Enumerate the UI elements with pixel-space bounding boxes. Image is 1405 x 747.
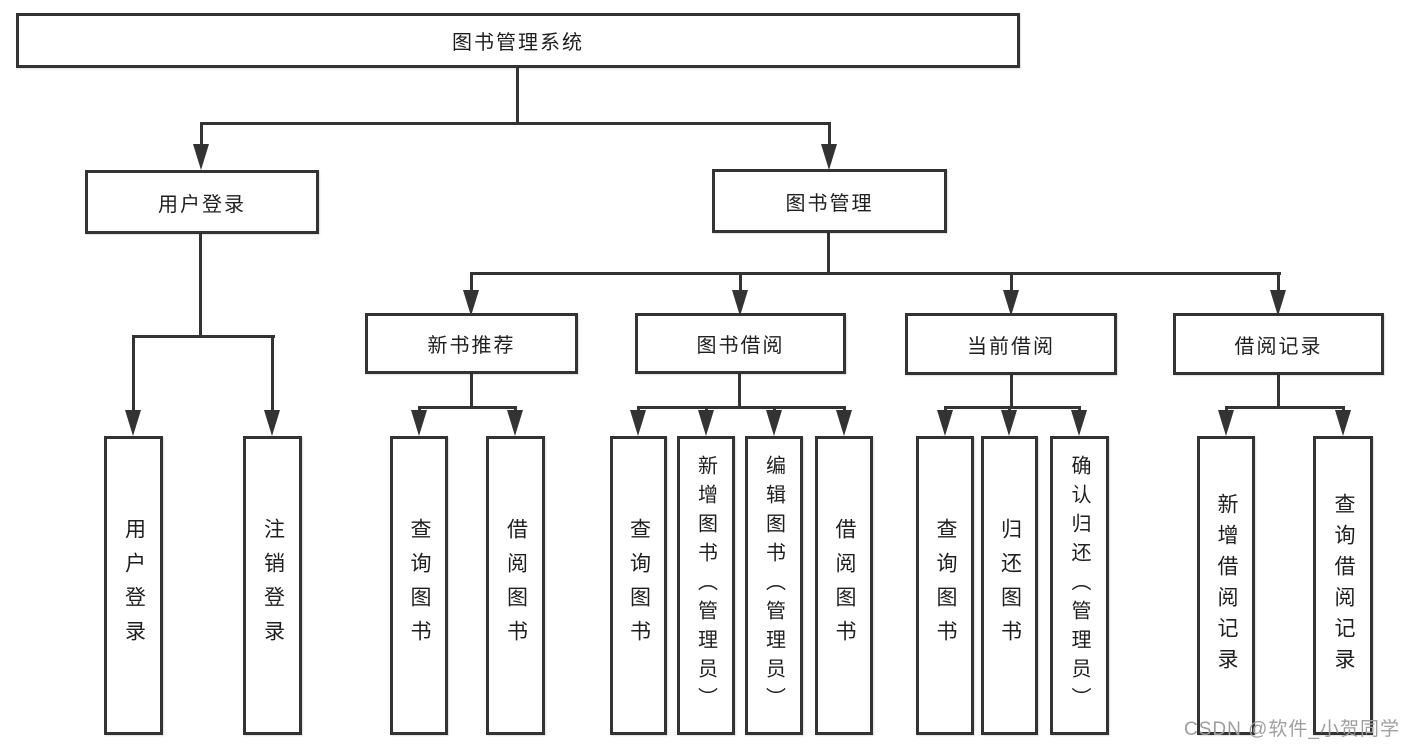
connector-line <box>1010 375 1013 409</box>
arrow-down-icon <box>411 406 427 436</box>
leaf-borrow-books-recommend-label: 借阅图书 <box>504 517 528 654</box>
arrow-down-icon <box>264 335 280 436</box>
leaf-borrow-books: 借阅图书 <box>815 436 873 735</box>
node-book-management-label: 图书管理 <box>785 192 874 215</box>
leaf-add-borrow-record-label: 新增借阅记录 <box>1215 492 1238 679</box>
connector-line <box>470 272 1281 275</box>
connector-line <box>1225 406 1344 409</box>
leaf-return-books-label: 归还图书 <box>998 517 1022 654</box>
leaf-return-books: 归还图书 <box>981 436 1038 735</box>
node-new-book-recommendation: 新书推荐 <box>365 313 578 374</box>
node-borrowing-records: 借阅记录 <box>1173 313 1384 375</box>
arrow-down-icon <box>836 406 852 436</box>
arrow-down-icon <box>766 406 782 436</box>
leaf-edit-books-admin-label: 编辑图书（管理员） <box>762 455 785 716</box>
connector-line <box>827 233 830 275</box>
leaf-query-borrow-record-label: 查询借阅记录 <box>1332 492 1355 679</box>
leaf-query-books-current-label: 查询图书 <box>934 517 957 654</box>
arrow-down-icon <box>193 122 209 170</box>
arrow-down-icon <box>125 335 141 436</box>
node-user-login: 用户登录 <box>85 170 319 234</box>
arrow-down-icon <box>821 122 837 170</box>
node-current-borrowing-label: 当前借阅 <box>967 335 1055 358</box>
arrow-down-icon <box>1003 272 1019 316</box>
connector-line <box>470 374 473 409</box>
arrow-down-icon <box>1270 272 1286 316</box>
node-new-book-recommendation-label: 新书推荐 <box>427 335 516 357</box>
leaf-query-books-current: 查询图书 <box>916 436 974 735</box>
leaf-edit-books-admin: 编辑图书（管理员） <box>745 436 803 735</box>
connector-line <box>516 68 519 124</box>
arrow-down-icon <box>1071 406 1087 436</box>
arrow-down-icon <box>463 272 479 316</box>
leaf-query-borrow-record: 查询借阅记录 <box>1313 436 1373 735</box>
arrow-down-icon <box>1335 406 1351 436</box>
leaf-query-books-recommend: 查询图书 <box>390 436 448 735</box>
connector-line <box>1277 375 1280 409</box>
leaf-user-login-label: 用户登录 <box>122 517 146 654</box>
arrow-down-icon <box>1218 406 1234 436</box>
leaf-add-borrow-record: 新增借阅记录 <box>1197 436 1255 735</box>
leaf-confirm-return-admin: 确认归还（管理员） <box>1050 436 1109 735</box>
watermark: CSDN @软件_小贺同学 <box>1184 719 1400 740</box>
node-library-system-label: 图书管理系统 <box>452 32 584 54</box>
arrow-down-icon <box>507 406 523 436</box>
arrow-down-icon <box>1001 406 1017 436</box>
leaf-add-books-admin-label: 新增图书（管理员） <box>694 455 717 716</box>
arrow-down-icon <box>937 406 953 436</box>
node-book-borrowing: 图书借阅 <box>635 313 846 374</box>
leaf-logout-label: 注销登录 <box>261 517 285 654</box>
connector-line <box>418 406 517 409</box>
leaf-query-books-recommend-label: 查询图书 <box>408 517 431 654</box>
arrow-down-icon <box>698 406 714 436</box>
node-library-system: 图书管理系统 <box>16 13 1020 68</box>
leaf-user-login: 用户登录 <box>104 436 163 735</box>
leaf-borrow-books-label: 借阅图书 <box>833 517 856 654</box>
connector-line <box>132 335 275 338</box>
connector-line <box>199 234 202 338</box>
connector-line <box>200 122 831 125</box>
connector-line <box>738 374 741 409</box>
leaf-query-books-borrow: 查询图书 <box>610 436 667 735</box>
leaf-borrow-books-recommend: 借阅图书 <box>486 436 545 735</box>
leaf-confirm-return-admin-label: 确认归还（管理员） <box>1068 455 1090 716</box>
leaf-logout: 注销登录 <box>243 436 302 735</box>
node-book-management: 图书管理 <box>712 169 947 233</box>
connector-line <box>637 406 846 409</box>
node-book-borrowing-label: 图书借阅 <box>696 335 785 357</box>
node-user-login-label: 用户登录 <box>158 193 246 216</box>
leaf-query-books-borrow-label: 查询图书 <box>627 517 651 654</box>
node-current-borrowing: 当前借阅 <box>905 313 1117 375</box>
node-borrowing-records-label: 借阅记录 <box>1234 335 1323 358</box>
connector-line <box>944 406 1081 409</box>
leaf-add-books-admin: 新增图书（管理员） <box>677 436 735 735</box>
arrow-down-icon <box>630 406 646 436</box>
arrow-down-icon <box>732 272 748 316</box>
